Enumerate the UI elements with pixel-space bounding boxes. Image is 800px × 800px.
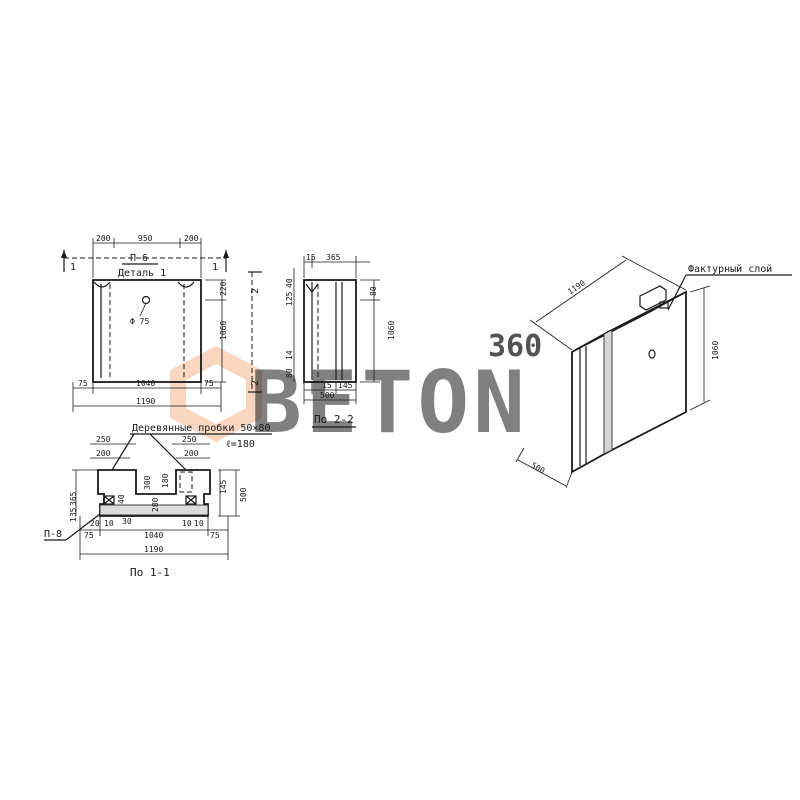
section-dim-right-a: 145 xyxy=(219,479,228,494)
front-dim-top-mid: 950 xyxy=(138,234,153,243)
section-dim-top-left-inner: 200 xyxy=(96,449,111,458)
iso-view: 1190 1060 500 Фактурный слой xyxy=(515,255,792,489)
side-dim-height: 1060 xyxy=(387,321,396,340)
side-dim-bottom-a: 15 xyxy=(322,381,332,390)
front-loop-right xyxy=(177,281,195,288)
section-mark-right: 1 xyxy=(212,262,218,273)
iso-texture-label: Фактурный слой xyxy=(688,263,772,275)
section-dim-left-small: 135 xyxy=(69,507,78,522)
section-view: Деревянные пробки 50×80 ℓ=180 250 200 25… xyxy=(44,422,272,579)
section-mark-left: 1 xyxy=(70,262,76,273)
front-dim-inner-left: 75 xyxy=(78,379,88,388)
side-caption: По 2-2 xyxy=(314,413,354,426)
side-dim-right-upper: 80 xyxy=(369,286,378,296)
side-dim-left-b: 125 xyxy=(285,291,294,306)
section-dim-inner-mid: 1040 xyxy=(144,531,163,540)
side-dim-left-c: 80 xyxy=(285,368,294,378)
section-dim-top-right-inner: 200 xyxy=(184,449,199,458)
iso-top-notch xyxy=(639,285,667,311)
front-dim-top-left: 200 xyxy=(96,234,111,243)
side-dim-top-a: 15 xyxy=(306,253,316,262)
front-hole-label: Ф 75 xyxy=(130,317,149,326)
section-mark-p8: П-8 xyxy=(44,529,62,540)
section-dim-top-left-outer: 250 xyxy=(96,435,111,444)
section-dim-overall: 1190 xyxy=(144,545,163,554)
front-dim-overall: 1190 xyxy=(136,397,155,406)
side-dim-left-a: 40 xyxy=(285,278,294,288)
section-dim-right-b: 500 xyxy=(239,487,248,502)
front-detail-label: Деталь 1 xyxy=(118,268,166,279)
iso-dim-depth: 500 xyxy=(529,461,546,476)
iso-dim-height: 1060 xyxy=(711,341,720,360)
section-dim-mid-e: 30 xyxy=(122,517,132,526)
watermark-word: BETON xyxy=(250,353,529,453)
front-mark-p6: П-6 xyxy=(130,253,148,264)
section-dim-mid-d: 280 xyxy=(151,497,160,512)
front-panel-outline xyxy=(92,279,202,383)
side-dim-left-d: 14 xyxy=(285,350,294,360)
front-dim-inner-mid: 1040 xyxy=(136,379,155,388)
front-hole-icon xyxy=(141,295,151,305)
front-dim-inner-right: 75 xyxy=(204,379,214,388)
iso-top-face xyxy=(571,291,687,353)
section-dim-mid-a: 300 xyxy=(143,475,152,490)
front-view: Ф 75 1 1 200 950 200 П-6 Деталь 1 220 10… xyxy=(61,234,262,412)
front-dim-right-height: 1060 xyxy=(219,321,228,340)
section-note-length: ℓ=180 xyxy=(226,439,255,450)
plug-left xyxy=(103,495,115,505)
section-dim-inner-left: 75 xyxy=(84,531,94,540)
iso-front-face xyxy=(571,330,609,474)
front-dim-right-upper: 220 xyxy=(219,281,228,296)
section-note-plugs: Деревянные пробки 50×80 xyxy=(132,422,270,434)
section-dim-inner-right: 75 xyxy=(210,531,220,540)
section-dim-bottom-d: 10 xyxy=(194,519,204,528)
watermark-number: 360 xyxy=(488,329,542,364)
section-texture-layer xyxy=(99,504,209,516)
front-loop-left xyxy=(93,281,111,288)
section-dim-mid-b: 180 xyxy=(161,473,170,488)
section-dim-bottom-a: 20 xyxy=(90,519,100,528)
side-panel-outline xyxy=(303,279,357,383)
section-dim-bottom-c: 10 xyxy=(182,519,192,528)
section-dim-bottom-b: 10 xyxy=(104,519,114,528)
iso-side-face xyxy=(607,290,687,454)
front-dim-top-right: 200 xyxy=(184,234,199,243)
section-dim-top-right-outer: 250 xyxy=(182,435,197,444)
side-dim-top-b: 365 xyxy=(326,253,341,262)
section-caption: По 1-1 xyxy=(130,566,170,579)
side-dim-bottom-total: 500 xyxy=(320,391,335,400)
side-view: 15 365 40 125 80 14 80 1060 15 145 500 П… xyxy=(285,253,396,428)
section-mark-2-bottom: 2 xyxy=(250,380,261,386)
side-dim-bottom-b: 145 xyxy=(338,381,353,390)
section-dim-left-height: 365 xyxy=(69,491,78,506)
plug-right xyxy=(185,495,197,505)
iso-top-plug xyxy=(659,301,669,309)
section-dim-mid-c: 40 xyxy=(117,494,126,504)
plug-right-upper xyxy=(179,471,193,493)
iso-texture-layer xyxy=(603,329,613,455)
iso-hole-icon xyxy=(648,349,656,359)
section-mark-2-top: 2 xyxy=(250,288,261,294)
